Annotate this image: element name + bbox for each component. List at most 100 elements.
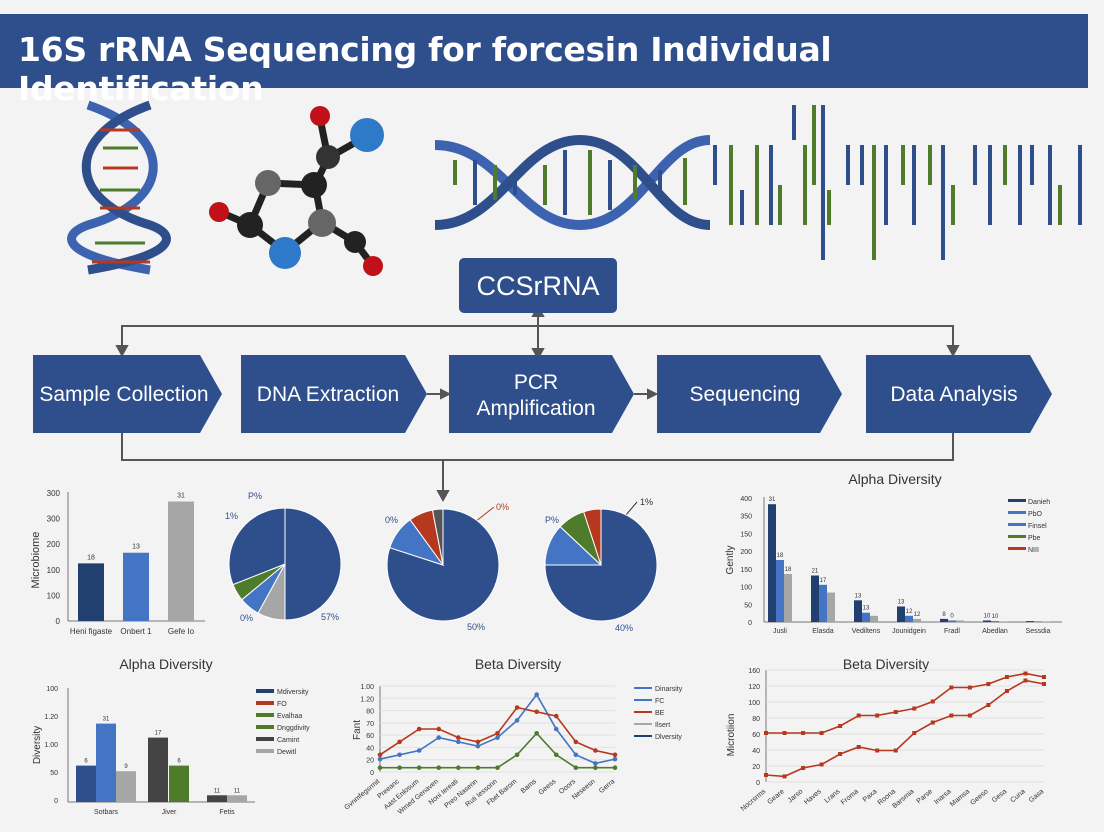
bar-value-label: 31 xyxy=(769,497,776,503)
workflow-step-4: Sequencing xyxy=(657,355,842,433)
y-axis-label: Diversity xyxy=(32,726,43,764)
y-tick-label: 0 xyxy=(748,620,752,627)
legend-label: Dewitl xyxy=(277,749,297,756)
x-tick-label: Gesa xyxy=(991,788,1008,804)
y-tick-label: 120 xyxy=(748,684,760,691)
data-point xyxy=(856,745,861,749)
workflow: Sample Collection DNA Extraction PCR Amp… xyxy=(33,355,1052,433)
y-axis-label: Microbiome xyxy=(30,532,42,589)
sequence-helix-icon xyxy=(434,134,711,231)
x-tick-label: Gerra xyxy=(598,778,616,795)
y-tick-label: 200 xyxy=(47,540,61,549)
legend-swatch xyxy=(634,687,652,689)
data-point xyxy=(986,703,991,707)
bar xyxy=(854,600,862,622)
data-point xyxy=(593,765,598,770)
y-tick-label: 1.00 xyxy=(44,742,58,749)
legend-label: Ilsert xyxy=(655,722,670,729)
y-tick-label: 1.20 xyxy=(360,696,374,703)
y-tick-label: 40 xyxy=(752,748,760,755)
beta-diversity-right-chart: Beta Diversity Microtiion 16012010080604… xyxy=(726,656,1046,813)
x-tick-label: Fetis xyxy=(219,809,235,816)
data-point xyxy=(475,765,481,770)
data-point xyxy=(764,773,768,777)
legend-label: Camint xyxy=(277,737,299,744)
y-tick-label: 100 xyxy=(748,700,760,707)
pie3-label-2: 1% xyxy=(640,497,653,507)
legend-swatch xyxy=(256,713,274,717)
workflow-step-5: Data Analysis xyxy=(866,355,1052,433)
data-point xyxy=(514,705,520,710)
bar-value-label: 8 xyxy=(942,612,946,618)
data-point xyxy=(893,710,898,714)
data-point xyxy=(593,748,598,753)
x-tick-label: Gasa xyxy=(1028,788,1045,804)
bar-value-label: 9 xyxy=(124,764,128,770)
bar-value-label: 13 xyxy=(898,600,905,606)
svg-text:Amplification: Amplification xyxy=(476,397,595,420)
data-point xyxy=(875,713,880,718)
legend-swatch xyxy=(1008,499,1026,502)
bar xyxy=(784,573,792,622)
data-point xyxy=(949,713,954,718)
svg-text:DNA Extraction: DNA Extraction xyxy=(257,383,399,406)
pie-chart-3: P% 1% 40% xyxy=(544,497,658,633)
bar xyxy=(811,575,819,622)
title-banner: 16S rRNA Sequencing for forcesin Individ… xyxy=(0,14,1088,108)
legend-label: Mdiversity xyxy=(277,689,309,696)
chart-title: Alpha Diversity xyxy=(119,656,212,672)
pie-chart-1: P% 1% 0% 57% xyxy=(225,491,342,623)
bar xyxy=(123,552,149,621)
x-tick-label: Lrans xyxy=(824,788,842,805)
data-point xyxy=(764,731,768,735)
bar-value-label: 31 xyxy=(177,493,185,500)
bar xyxy=(148,737,168,802)
alpha-diversity-top-chart: Alpha Diversity Gently 40035015020015010… xyxy=(725,471,1062,635)
bar xyxy=(983,620,991,622)
bar-value-label: 6 xyxy=(84,759,88,765)
y-tick-label: 160 xyxy=(748,668,760,675)
data-point xyxy=(573,765,579,770)
data-point xyxy=(416,726,422,732)
center-label-box: CCSrRNA xyxy=(459,258,617,313)
bar-value-label: 17 xyxy=(155,731,162,737)
pie-slice xyxy=(386,508,500,622)
pie-slice xyxy=(583,508,602,566)
bar-value-label: 13 xyxy=(855,593,862,599)
chart-title: Beta Diversity xyxy=(843,656,929,672)
bar xyxy=(827,592,835,622)
x-tick-label: Jusli xyxy=(773,628,787,635)
legend-swatch xyxy=(1008,511,1026,514)
x-tick-label: Bams xyxy=(520,778,539,795)
x-tick-label: Haves xyxy=(803,788,823,806)
workflow-step-1: Sample Collection xyxy=(33,355,222,433)
x-tick-label: Sessdia xyxy=(1026,628,1051,635)
bar xyxy=(169,765,189,802)
bar-value-label: 18 xyxy=(777,553,784,559)
barcode-icon xyxy=(713,105,1082,260)
x-tick-label: Vediltens xyxy=(852,628,881,635)
data-point xyxy=(801,731,806,735)
bar-value-label: 18 xyxy=(785,567,792,573)
svg-text:PCR: PCR xyxy=(514,371,558,394)
data-point xyxy=(801,766,806,770)
data-point xyxy=(397,752,402,758)
page-title: 16S rRNA Sequencing for forcesin Individ… xyxy=(18,30,832,108)
pie2-label-1: 0% xyxy=(385,515,398,525)
data-point xyxy=(416,765,422,770)
data-point xyxy=(967,685,972,690)
x-tick-label: Gefe Io xyxy=(168,627,195,636)
x-tick-label: Cuna xyxy=(1009,788,1026,804)
bar xyxy=(776,560,784,622)
data-point xyxy=(456,739,461,745)
data-point xyxy=(495,731,500,736)
legend-swatch xyxy=(256,689,274,693)
data-point xyxy=(893,748,898,753)
chart-title: Beta Diversity xyxy=(475,656,561,672)
y-tick-label: 150 xyxy=(740,531,752,538)
series-line xyxy=(765,679,1045,778)
y-tick-label: 1.00 xyxy=(360,684,374,691)
x-tick-label: Heni figaste xyxy=(70,627,113,636)
